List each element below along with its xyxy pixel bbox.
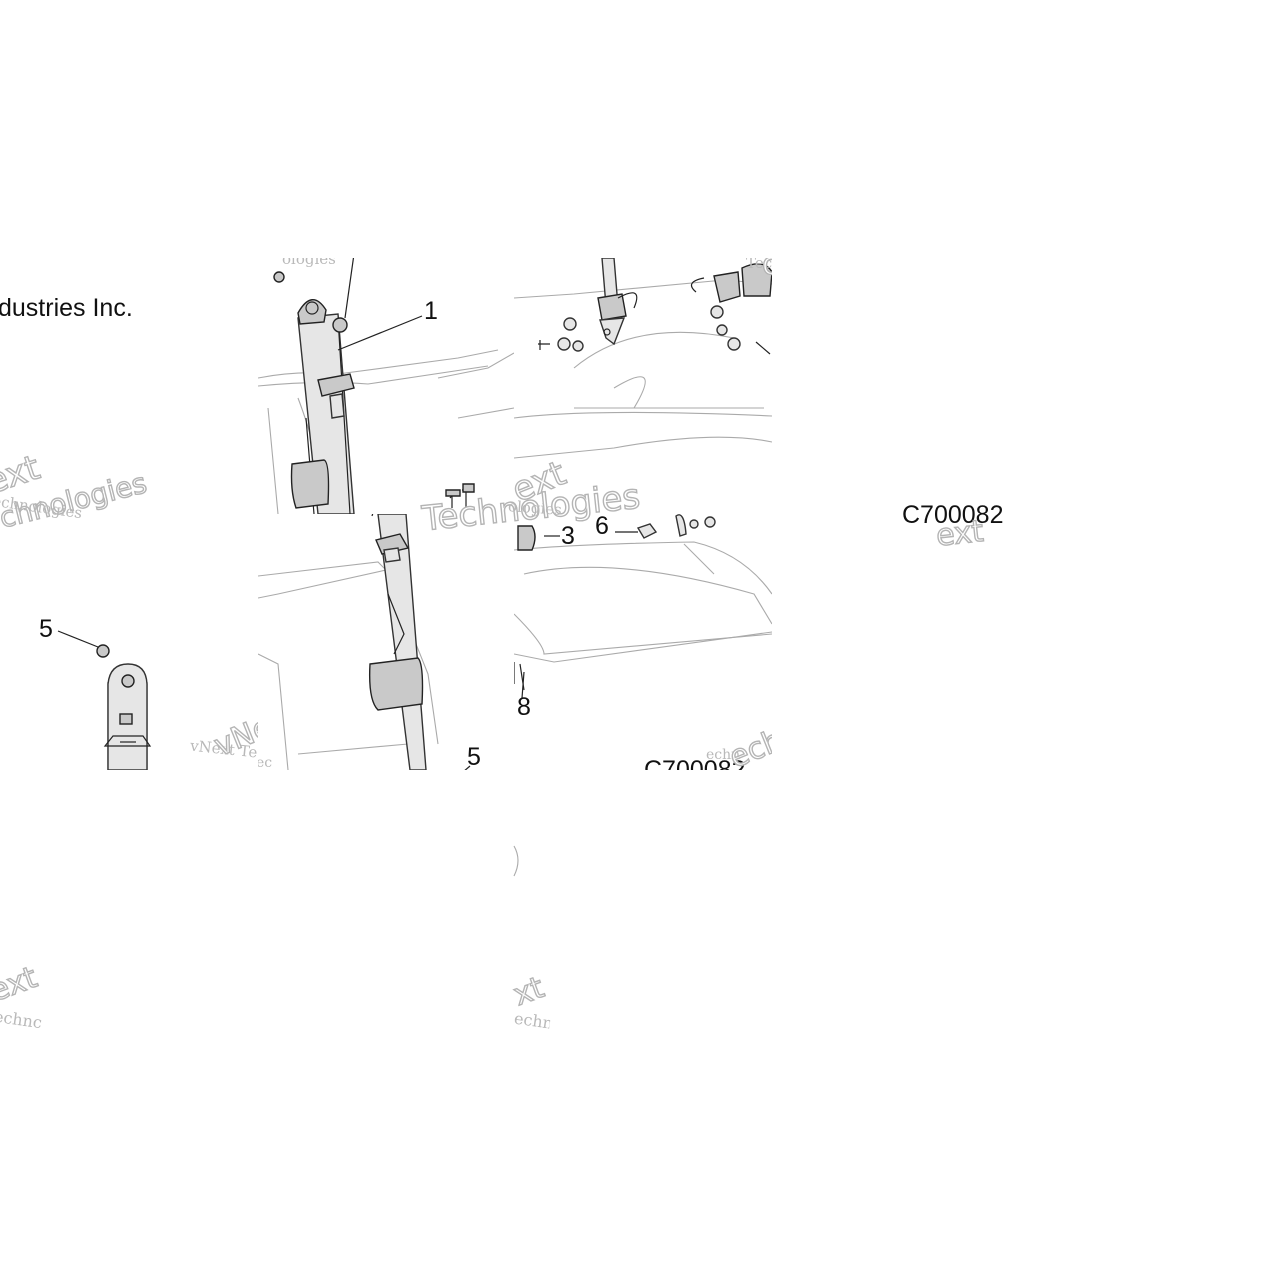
tile-lower-left: 9 5 vNext Te vNe	[0, 514, 258, 770]
callout-3: 3	[561, 522, 575, 550]
brand-text: dustries Inc.	[0, 294, 133, 322]
tile-upper-right: Techno ogies	[514, 258, 772, 514]
seat-base-drawing	[514, 514, 772, 699]
watermark-fragment: echn	[706, 747, 741, 763]
callout-8: 8	[517, 693, 531, 721]
watermark-fragment: ogies	[761, 258, 772, 282]
callout-5: 5	[39, 615, 53, 643]
strap-end-drawing	[57, 630, 152, 770]
seatbelt-lower-drawing	[258, 514, 471, 770]
tile-lower-center: 4 5 ec	[258, 514, 514, 770]
tile-lower-right: 3 6 8 C700082 echn echnc	[514, 514, 772, 770]
tile-upper-center: 1 ologies	[258, 258, 514, 514]
drawing-code: C700082	[644, 756, 746, 771]
watermark-fragment: ologies	[282, 258, 336, 268]
drawing-code: C700082	[902, 503, 1004, 525]
callout-6: 6	[595, 514, 609, 540]
seatbelt-upper-drawing	[258, 258, 514, 514]
callout-5: 5	[467, 743, 481, 770]
watermark-fragment: Techno	[746, 258, 772, 272]
callout-9: 9	[82, 514, 96, 517]
watermark-fragment: ec	[258, 755, 273, 770]
seat-connectors-drawing	[514, 258, 772, 459]
callout-1: 1	[424, 297, 438, 325]
